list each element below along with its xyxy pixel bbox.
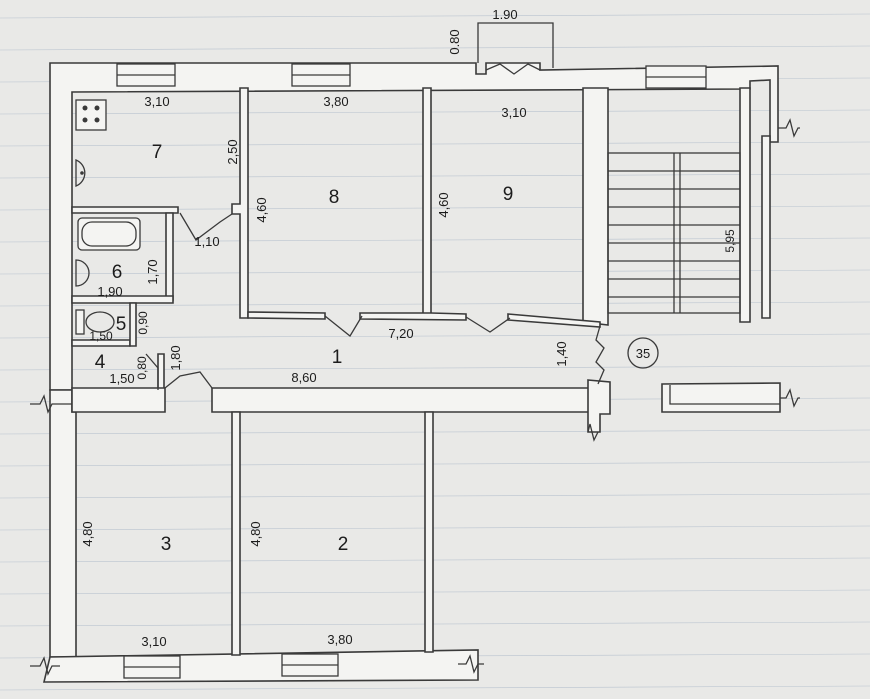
wall-hall-bottom-left: [71, 387, 166, 413]
outer-wall-left-lower: [49, 389, 77, 658]
dim-r6-width: 1,90: [97, 284, 122, 299]
room-number-6: 6: [112, 262, 123, 283]
apartment-number-circle: [627, 337, 659, 369]
stove-icon: [75, 99, 107, 131]
dim-r2-width: 3,80: [327, 632, 352, 647]
wall-4-right: [157, 353, 165, 391]
room-number-5: 5: [116, 314, 127, 335]
dim-hall-depth: 1,80: [168, 345, 183, 370]
dim-entrance-width: 1.90: [492, 7, 517, 22]
entrance-door: [485, 63, 541, 75]
door-9: [465, 316, 511, 333]
kitchen-sink-icon: [75, 159, 86, 187]
dim-r3-width: 3,10: [141, 634, 166, 649]
door-hall: [164, 371, 213, 389]
wall-3-2: [231, 411, 241, 656]
toilet-bowl-icon: [85, 311, 115, 333]
door-7: [179, 212, 233, 241]
wall-right-segment: [661, 382, 781, 413]
wall-9-stair: [582, 87, 609, 326]
toilet-tank-icon: [75, 309, 85, 335]
windows: [116, 63, 707, 679]
dim-hall-upper-length: 7,20: [388, 326, 413, 341]
wall-6-right: [165, 212, 174, 301]
wall-5-right: [129, 302, 137, 347]
dim-r9-width: 3,10: [501, 105, 526, 120]
dim-r9-depth: 4,60: [436, 192, 451, 217]
dim-r4-depth: 0,80: [135, 356, 149, 380]
wall-8-9: [422, 87, 432, 319]
dim-r8-depth: 4,60: [254, 197, 269, 222]
dim-r5-width: 1,50: [89, 329, 113, 343]
room-number-8: 8: [329, 187, 340, 208]
outer-wall-top-left: [49, 62, 779, 391]
outer-wall-right: [739, 87, 751, 323]
bathtub-icon: [77, 217, 141, 251]
dim-corridor-jog: 1,10: [194, 234, 219, 249]
dim-r7-depth: 2,50: [225, 139, 240, 164]
staircase: [607, 152, 741, 314]
break-marks: [30, 118, 800, 676]
doors: [145, 63, 541, 390]
fixtures: [75, 99, 141, 335]
door-8: [324, 315, 363, 337]
dimension-labels: 1.90 0.80 3,10 2,50 3,80 4,60 3,10 4,60 …: [80, 7, 737, 649]
room-number-4: 4: [95, 352, 106, 373]
wall-2-right: [424, 411, 434, 653]
dim-r8-width: 3,80: [323, 94, 348, 109]
wall-hall-end: [587, 379, 611, 433]
room-number-9: 9: [503, 184, 514, 205]
washbasin-icon: [75, 259, 90, 287]
dim-entrance-depth: 0.80: [447, 29, 462, 54]
room-number-2: 2: [338, 534, 349, 555]
dim-r2-depth: 4,80: [248, 521, 263, 546]
walls: [42, 22, 781, 683]
dim-r3-depth: 4,80: [80, 521, 95, 546]
apartment-number: 35: [636, 346, 650, 361]
wall-right-segment-inner: [669, 385, 780, 405]
outer-wall-bottom: [42, 649, 479, 683]
wall-7-8: [231, 87, 249, 319]
dim-r4-width: 1,50: [109, 371, 134, 386]
room-number-3: 3: [161, 534, 172, 555]
dim-stair-length: 5,95: [723, 229, 737, 253]
wall-6-bottom: [71, 295, 174, 304]
outer-wall-right-ext: [761, 135, 771, 319]
room-numbers: 1 2 3 4 5 6 7 8 9: [95, 142, 514, 555]
door-4: [145, 353, 159, 390]
dim-r6-depth: 1,70: [145, 259, 160, 284]
dim-hall-side: 1,40: [554, 341, 569, 366]
dim-r7-width: 3,10: [144, 94, 169, 109]
entrance-bump: [477, 22, 554, 68]
dim-r5-depth: 0,90: [136, 311, 150, 335]
room-number-1: 1: [332, 347, 343, 368]
wall-8-bottom-right: [359, 312, 467, 321]
wall-hall-bottom: [211, 387, 599, 413]
room-number-7: 7: [152, 142, 163, 163]
dim-hall-lower-length: 8,60: [291, 370, 316, 385]
wall-7-bottom: [71, 206, 179, 214]
wall-8-9-bottom: [247, 311, 326, 320]
